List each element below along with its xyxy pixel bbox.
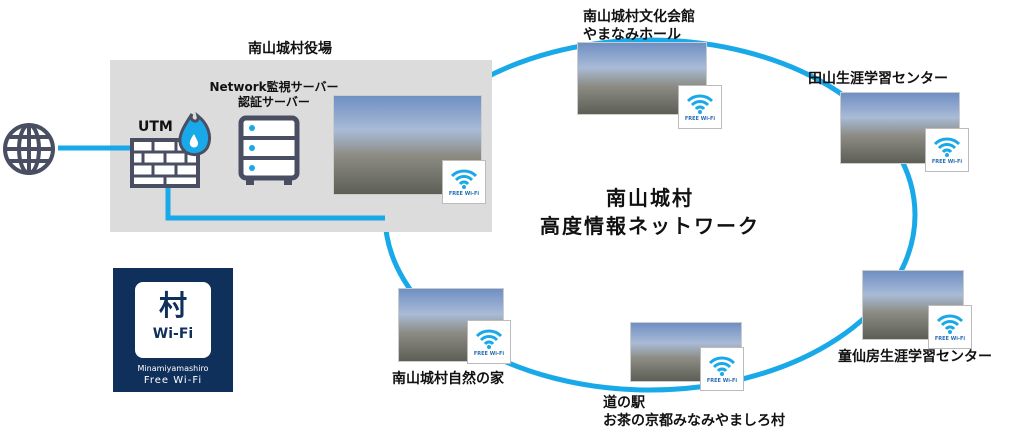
wifi-icon [450,169,478,189]
network-title-line1: 南山城村 [606,186,694,210]
logo-inner: 村 Wi-Fi [135,282,211,358]
wifi-badge-text: FREE Wi-Fi [684,115,716,122]
fire-icon [178,112,212,156]
wifi-badge-text: FREE Wi-Fi [934,335,966,342]
servers-label-line2: 認証サーバー [238,95,310,109]
internet-globe-icon [3,123,55,175]
wifi-badge-text: FREE Wi-Fi [473,350,505,357]
logo-sub1: Minamiyamashiro [137,364,209,373]
wifi-badge: FREE Wi-Fi [928,305,972,349]
label-line: 南山城村文化会館 [583,9,695,25]
servers-label: Network監視サーバー 認証サーバー [206,80,342,110]
logo-mark-icon: 村 [158,289,187,322]
wifi-badge: FREE Wi-Fi [467,320,511,364]
logo-sub2: Free Wi-Fi [143,375,203,386]
label-line: 道の駅 [603,395,645,411]
wifi-icon [686,94,714,114]
office-title: 南山城村役場 [248,41,332,57]
site-label-dosenbo: 童仙房生涯学習センター [838,349,992,365]
wifi-badge-text: FREE Wi-Fi [706,377,738,384]
site-label-michinoeki: 道の駅お茶の京都みなみやましろ村 [603,394,785,430]
wifi-badge-text: FREE Wi-Fi [931,158,963,165]
site-label-tayama: 田山生涯学習センター [808,71,948,87]
wifi-badge: FREE Wi-Fi [442,160,486,204]
server-icon [238,115,300,185]
site-label-shizen-no-ie: 南山城村自然の家 [392,371,504,387]
firewall-icon [130,112,212,188]
wifi-badge: FREE Wi-Fi [678,85,722,129]
wifi-badge-text: FREE Wi-Fi [448,190,480,197]
servers-label-line1: Network監視サーバー [209,80,339,94]
network-title-line2: 高度情報ネットワーク [540,214,760,238]
wifi-icon [475,329,503,349]
wifi-icon [936,314,964,334]
network-title: 南山城村 高度情報ネットワーク [525,184,775,240]
label-line: お茶の京都みなみやましろ村 [603,413,785,429]
minamiyamashiro-wifi-logo: 村 Wi-Fi Minamiyamashiro Free Wi-Fi [113,268,233,392]
logo-text: Wi-Fi [152,326,194,342]
wifi-icon [708,356,736,376]
wifi-icon [933,137,961,157]
wifi-badge: FREE Wi-Fi [700,347,744,391]
wifi-badge: FREE Wi-Fi [925,128,969,172]
utm-label: UTM [138,119,173,135]
site-label-bunka-kaikan: 南山城村文化会館やまなみホール [583,8,695,44]
label-line: やまなみホール [583,27,681,43]
